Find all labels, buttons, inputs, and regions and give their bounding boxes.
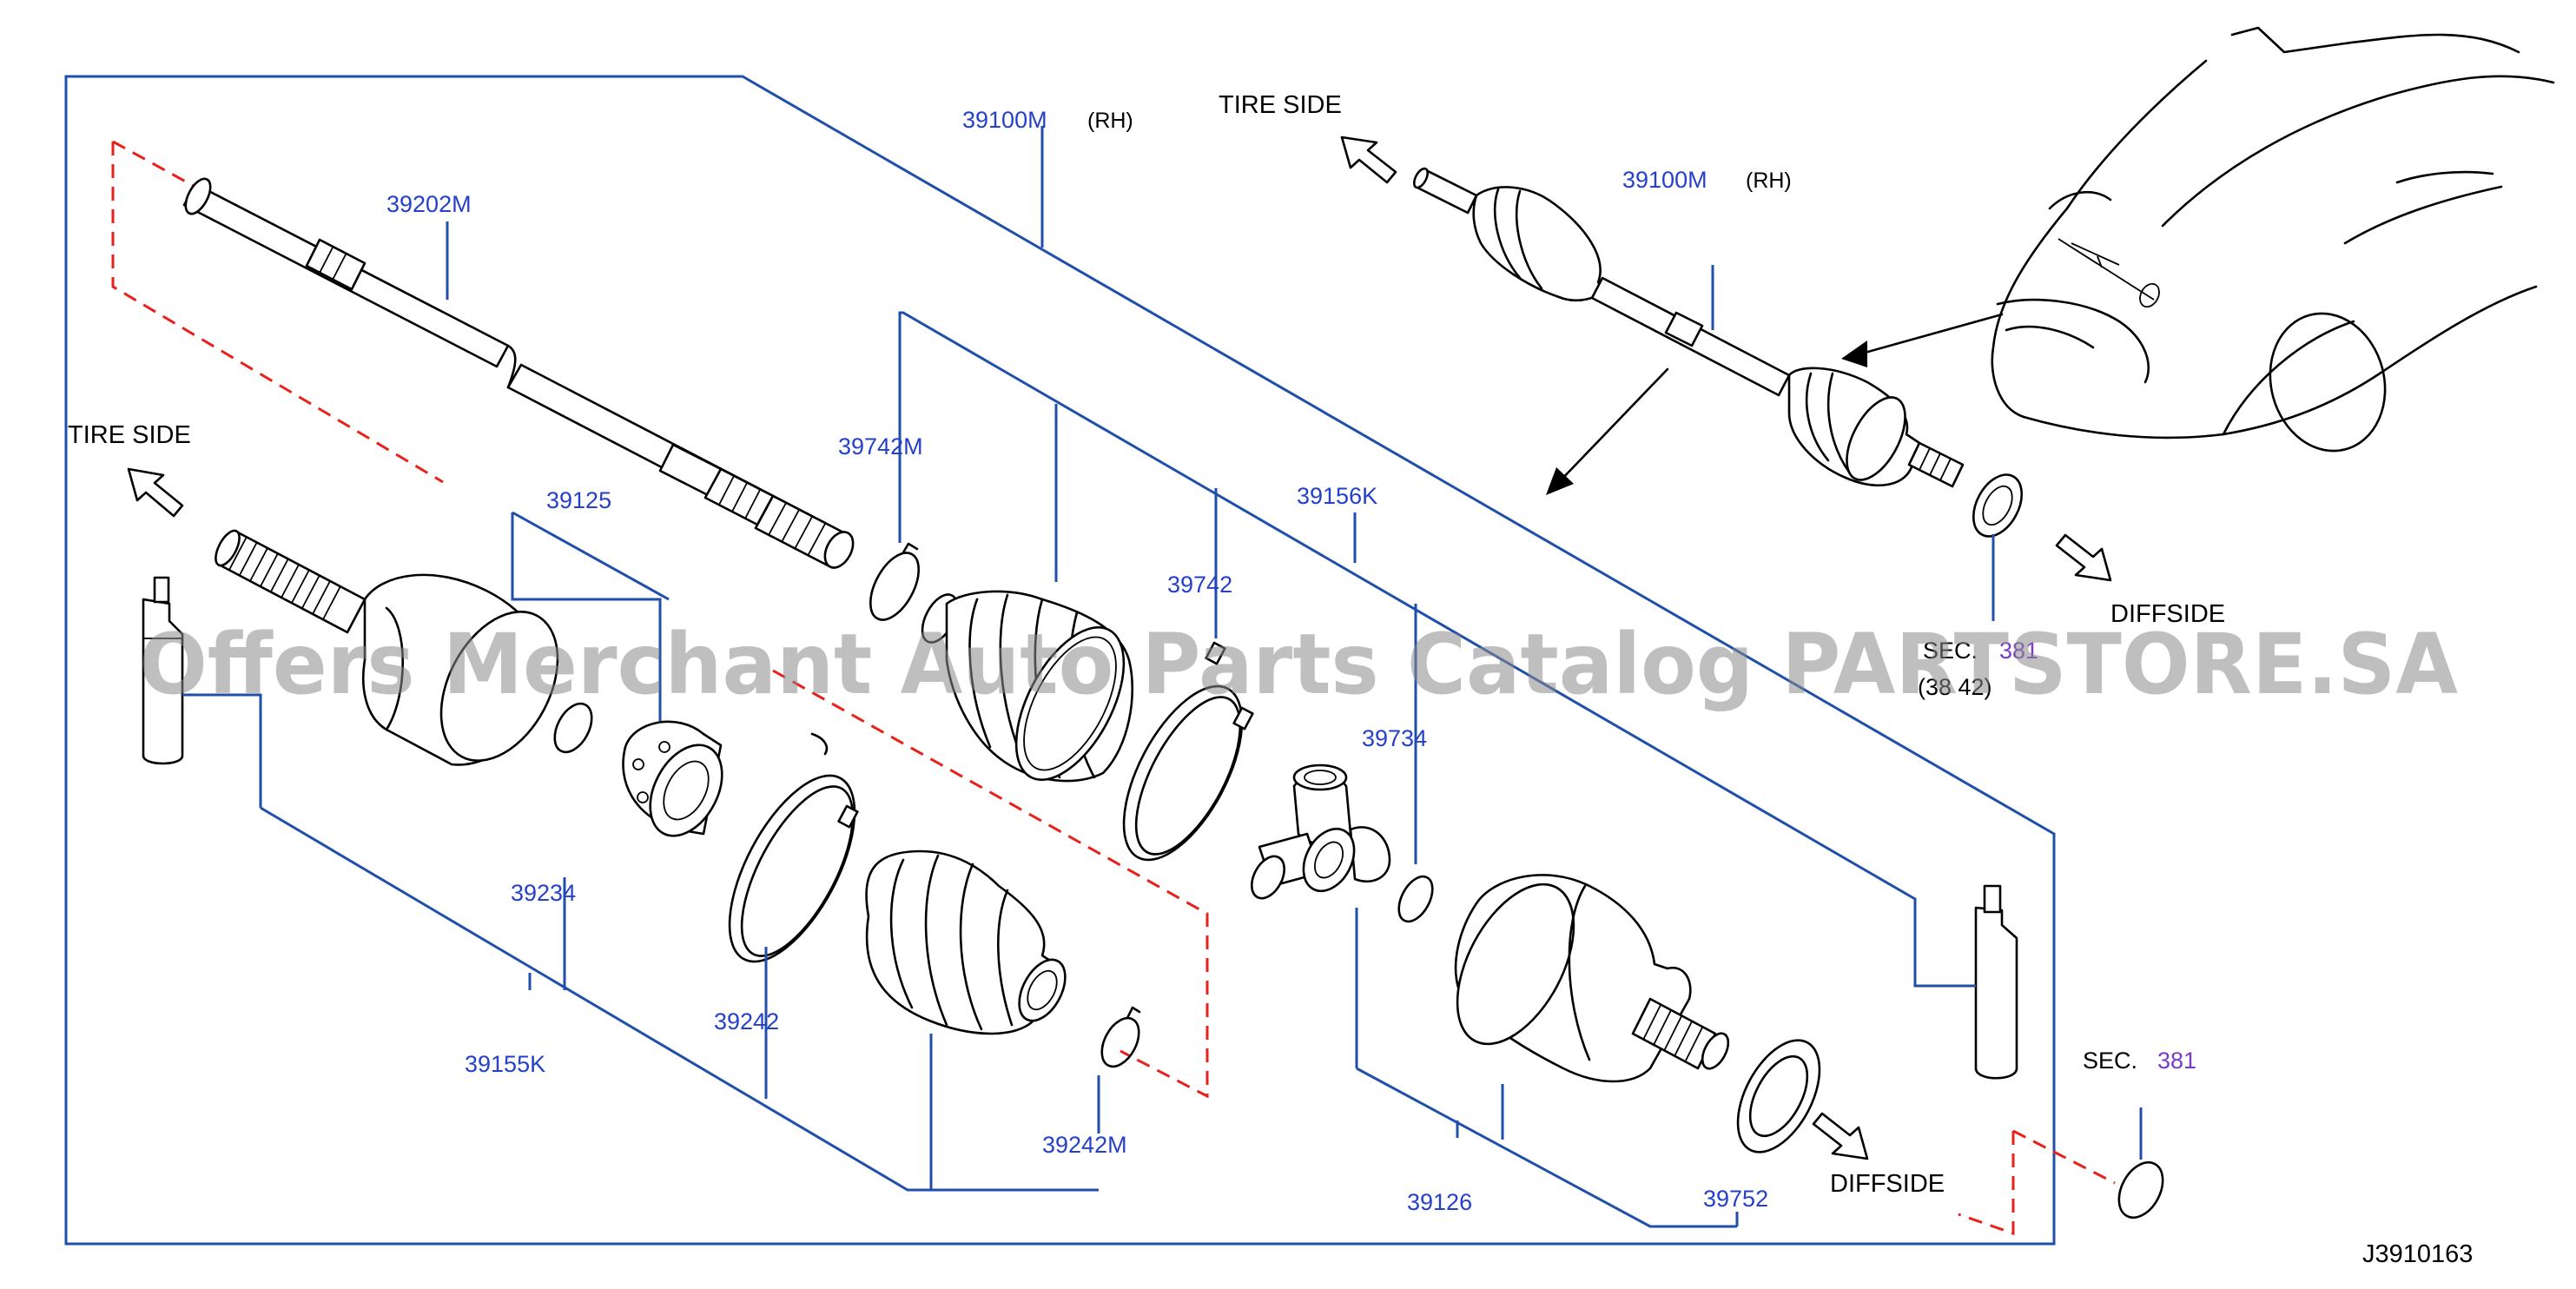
label-joint-outer: 39125: [546, 487, 611, 513]
sec-381-ring: [2117, 1160, 2164, 1220]
label-snap-ring: 39234: [511, 880, 576, 906]
label-shaft: 39202M: [386, 191, 472, 217]
leader-lines: [182, 126, 2143, 1228]
outer-boot: [865, 849, 1067, 1035]
label-tire-side-right: TIRE SIDE: [1219, 91, 1342, 119]
label-assy-top-side: (RH): [1087, 109, 1133, 133]
inner-boot-band: [1122, 641, 1254, 862]
inner-small-band: [869, 542, 920, 621]
label-band-small-outer: 39242M: [1042, 1132, 1127, 1158]
label-assy-top: 39100M: [962, 107, 1047, 133]
label-diffside-right: DIFFSIDE: [2110, 600, 2225, 628]
outer-small-band: [1100, 1006, 1141, 1068]
label-tire-side-left: TIRE SIDE: [68, 421, 191, 449]
vehicle-illustration: [1991, 26, 2555, 453]
outer-cv-joint: [215, 529, 559, 766]
inner-boot: [921, 590, 1134, 783]
label-band-large-shaft: 39742M: [838, 433, 923, 459]
phantom-lines: [111, 140, 2116, 1236]
label-circlip-inner: 39734: [1362, 725, 1427, 751]
diffside-arrow-bottom: [1812, 1112, 1869, 1160]
oil-seal: [1736, 1039, 1821, 1153]
tire-side-arrow-left: [127, 467, 184, 518]
diagram-code: J3910163: [2362, 1240, 2473, 1268]
label-sec-lower-num: 381: [2157, 1048, 2196, 1074]
label-assy-right-side: (RH): [1746, 169, 1792, 193]
label-sec-upper: SEC.: [1923, 638, 1978, 664]
watermark: Offers Merchant Auto Parts Catalog PARTS…: [139, 616, 2458, 713]
label-housing-inner: 39126: [1407, 1189, 1472, 1215]
label-assy-right: 39100M: [1622, 167, 1707, 193]
label-seal: 39752: [1703, 1186, 1768, 1212]
outer-boot-band: [728, 732, 859, 963]
pointer-arrows: [1546, 313, 2004, 495]
inner-circlip: [1397, 875, 1434, 923]
drive-shaft: [182, 177, 855, 569]
label-sec-upper-num: 381: [1999, 638, 2038, 664]
label-sec-lower: SEC.: [2083, 1048, 2137, 1074]
tire-side-arrow-right: [1340, 136, 1397, 184]
tripod-joint: [1251, 763, 1391, 900]
inner-housing: [1454, 874, 1730, 1083]
joint-inner-race: [622, 720, 723, 837]
grease-tube-left: [142, 576, 184, 765]
label-diffside-bottom: DIFFSIDE: [1830, 1170, 1945, 1198]
label-sec-upper-sub: (38 42): [1918, 674, 1992, 700]
label-band-inner: 39742: [1167, 572, 1232, 598]
snap-ring: [553, 702, 593, 754]
grease-tube-right: [1974, 884, 2018, 1080]
label-band-outer: 39242: [714, 1008, 779, 1035]
label-kit-outer: 39155K: [465, 1051, 545, 1077]
label-kit-inner: 39156K: [1297, 483, 1377, 509]
assembly-frame: [64, 75, 2056, 1246]
shaft-assembly-overview: [1412, 167, 2024, 538]
diffside-arrow-right: [2055, 533, 2112, 582]
